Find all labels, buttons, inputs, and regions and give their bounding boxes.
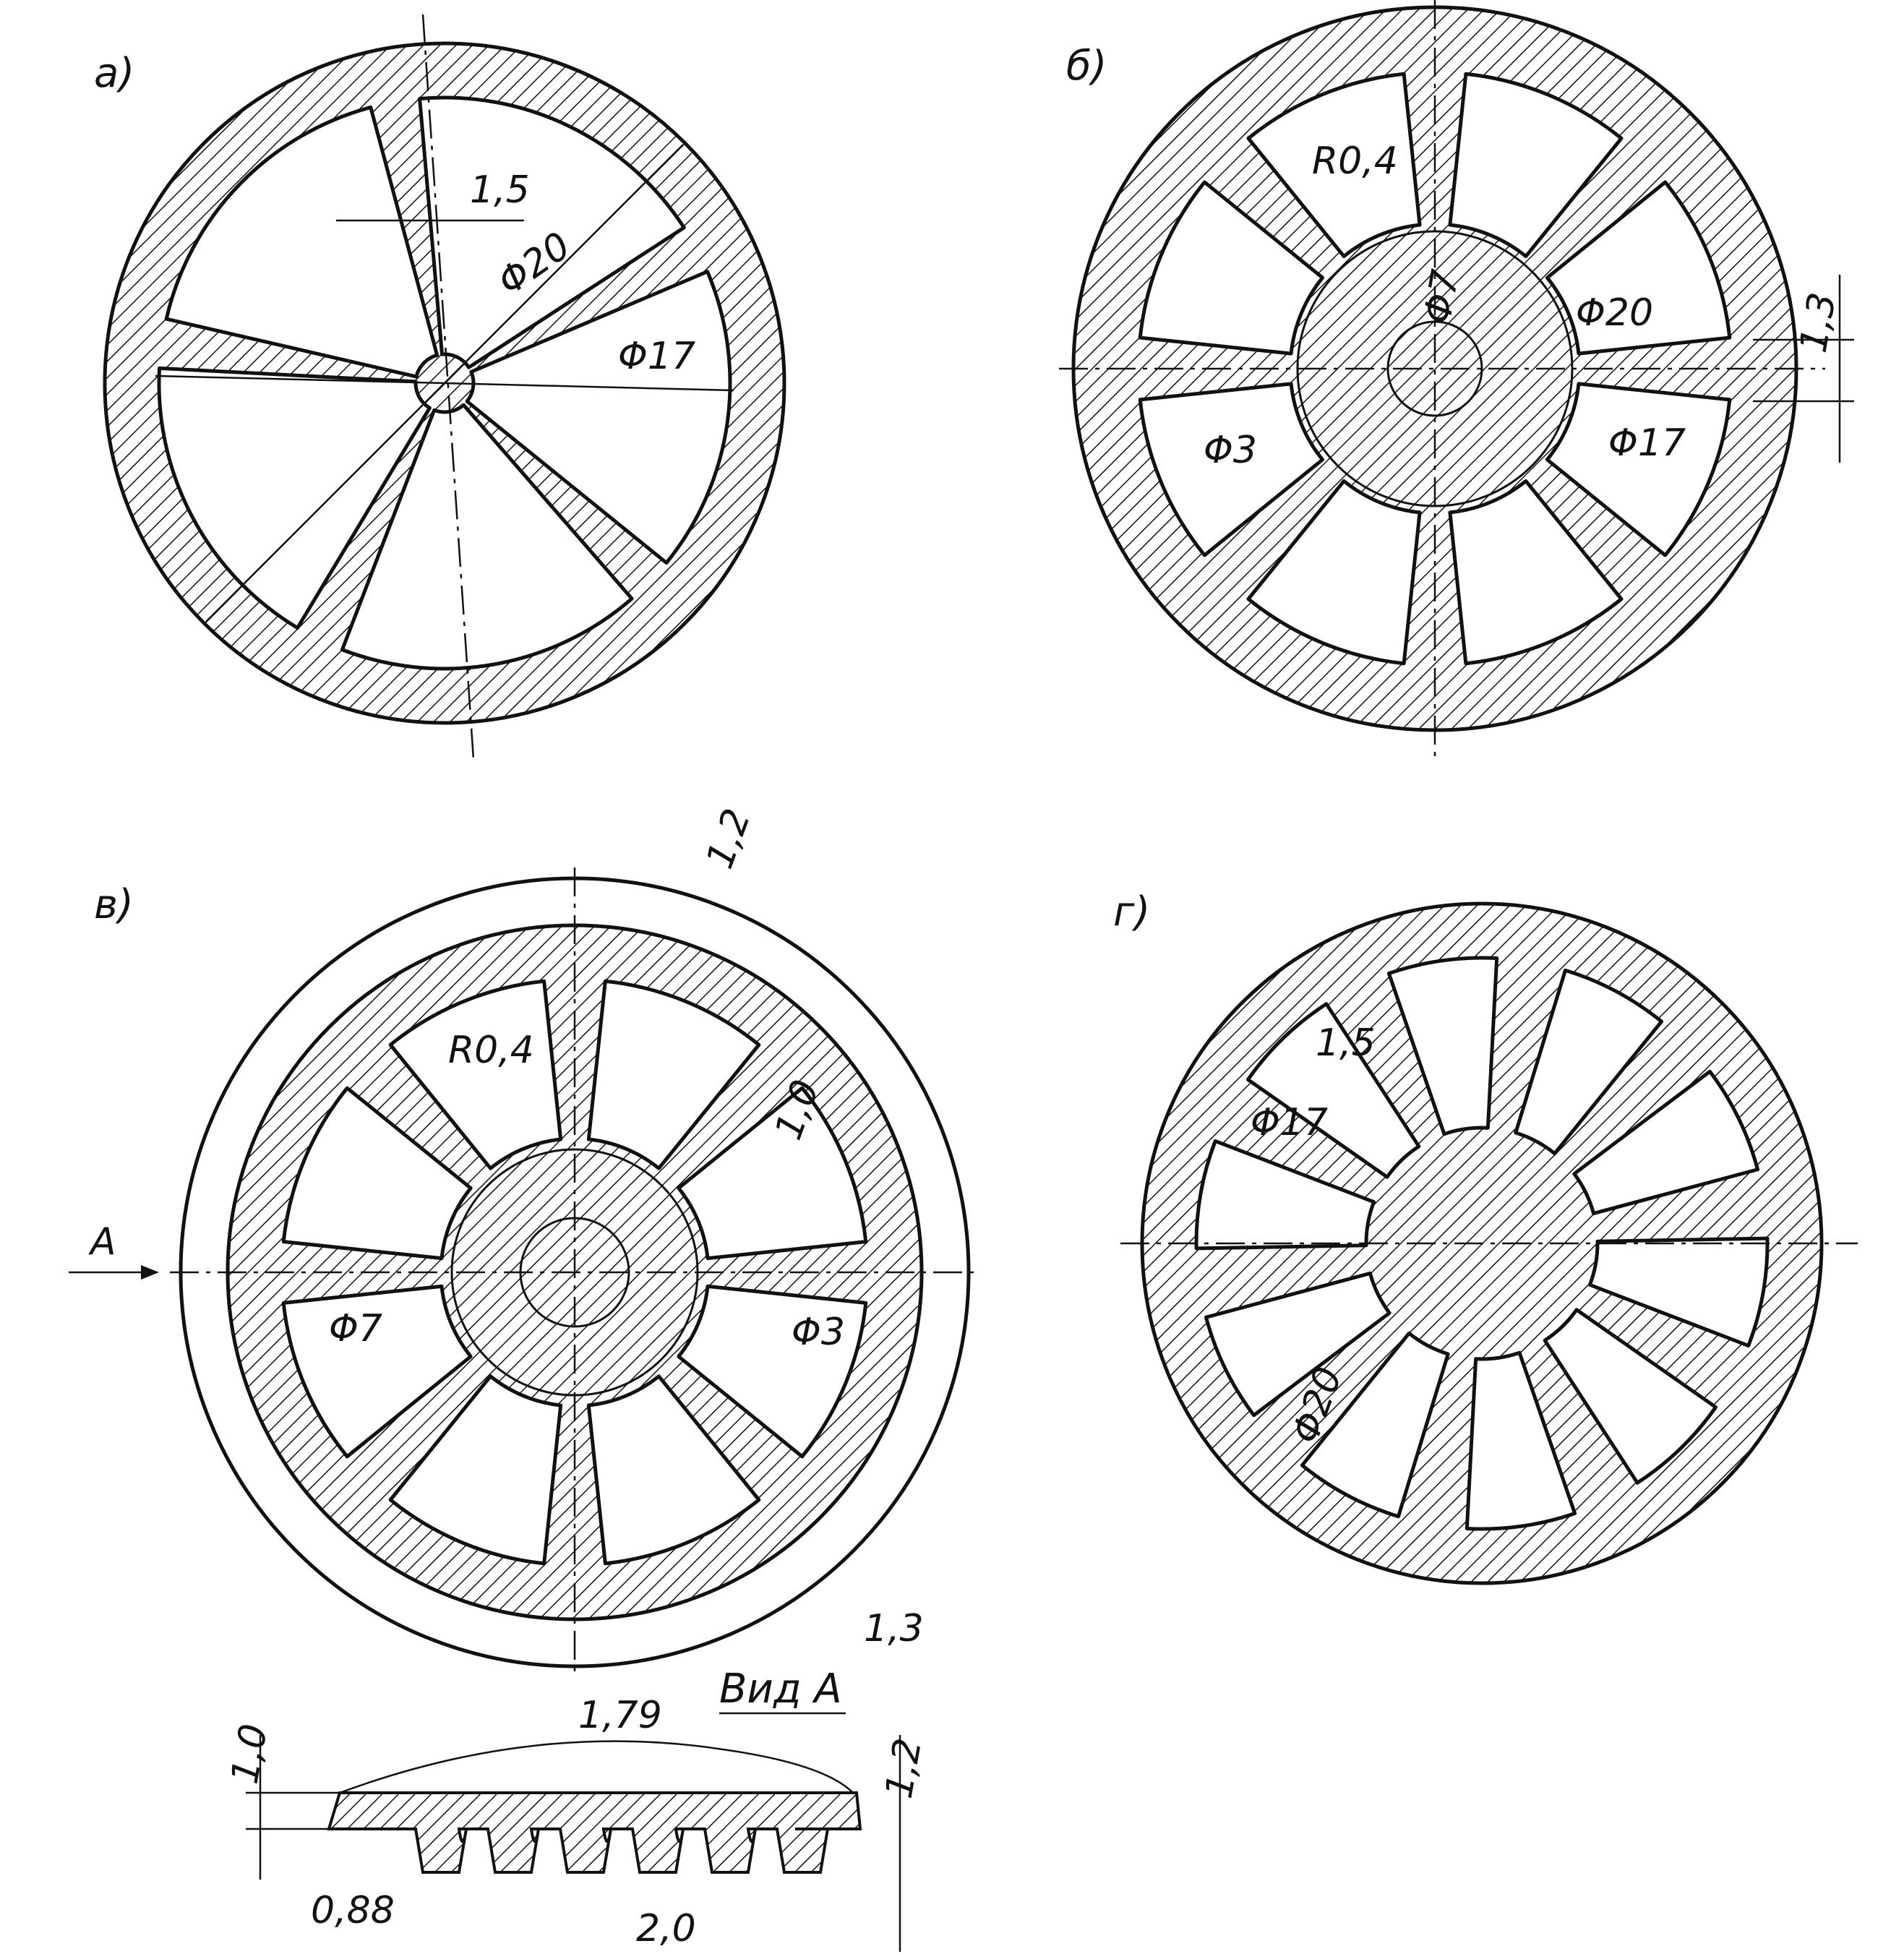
panel-g-label: г): [1113, 888, 1150, 935]
panel-g-opening: [1543, 1308, 1718, 1485]
view-a-dim-right-height: 1,2: [878, 1735, 930, 1801]
panel-g-opening: [1465, 1350, 1577, 1531]
panel-b-dim-outer-dia: Φ20: [1576, 291, 1653, 335]
view-a-title: Вид А: [719, 1666, 842, 1713]
view-a-contour-arc: [339, 1740, 854, 1794]
panel-v-dim-bore-dia: Φ3: [792, 1311, 845, 1354]
panel-a: a) 1,5 Φ20 Φ17: [94, 14, 786, 760]
panel-b-dim-inner-dia: Φ17: [1608, 421, 1686, 465]
view-a-profile: [327, 1791, 862, 1874]
panel-a-opening: [418, 95, 686, 369]
panel-v-opening: [281, 1086, 473, 1261]
panel-v: в) R0,4 1,2 1,0 Φ7 Φ3 1,3 A: [69, 803, 979, 1677]
panel-g-opening: [1194, 1139, 1376, 1251]
panel-a-dia20-line: [205, 144, 684, 622]
panel-g-opening: [1587, 1236, 1770, 1348]
panel-b-holes: [1138, 72, 1732, 666]
panel-v-dim-radius: R0,4: [448, 1029, 534, 1072]
panel-a-label: a): [94, 50, 134, 97]
panel-a-holes: [157, 95, 732, 671]
view-a-dim-tooth-width: 0,88: [311, 1889, 395, 1932]
panel-v-opening: [677, 1284, 868, 1459]
panel-b-opening: [1138, 382, 1325, 557]
panel-v-dim-rim: 1,3: [864, 1607, 924, 1650]
panel-v-opening: [388, 979, 563, 1170]
panel-v-view-arrow-head: [141, 1265, 159, 1280]
panel-g: г) 1,5 Φ17 Φ20: [1113, 888, 1858, 1585]
panel-b-opening: [1448, 479, 1624, 666]
panel-v-opening: [281, 1284, 473, 1459]
panel-b-dim-hub-dia: Φ7: [1416, 267, 1468, 327]
panel-g-opening: [1204, 1271, 1391, 1418]
panel-v-view-arrow-label: A: [88, 1220, 116, 1264]
panel-b-dim-rim: 1,3: [1792, 289, 1845, 356]
panel-g-opening: [1572, 1069, 1760, 1216]
panel-b-opening: [1246, 72, 1422, 259]
panel-b-dim-radius: R0,4: [1312, 140, 1398, 183]
panel-v-opening: [586, 979, 761, 1170]
panel-b-opening: [1448, 72, 1624, 259]
panel-a-opening: [157, 366, 432, 630]
panel-b-opening: [1138, 180, 1325, 356]
view-a-dim-left-height: 1,0: [223, 1721, 276, 1787]
panel-b-opening: [1545, 180, 1732, 356]
panel-b-opening: [1545, 382, 1732, 557]
panel-v-opening: [677, 1086, 868, 1261]
panel-v-opening: [586, 1374, 761, 1566]
panel-b: б) R0,4 Φ7 Φ20 1,3 Φ3 Φ17: [1059, 0, 1854, 759]
panel-g-opening: [1514, 968, 1664, 1156]
view-a-dim-pitch: 1,79: [578, 1694, 662, 1737]
panel-b-bore-circle: [1386, 320, 1483, 417]
panel-g-opening: [1245, 1002, 1421, 1179]
panel-g-holes: [1194, 956, 1770, 1531]
panel-a-dim-thickness: 1,5: [470, 168, 530, 212]
panel-v-dim-rim-outer: 1,2: [698, 803, 760, 874]
panel-v-holes: [281, 979, 868, 1566]
panel-v-dim-hub-dia: Φ7: [329, 1307, 382, 1350]
panel-b-dim-bore-dia: Φ3: [1204, 429, 1257, 472]
panel-g-dim-inner-dia: Φ17: [1251, 1101, 1328, 1144]
panel-a-opening: [465, 270, 732, 565]
panel-g-dim-thickness: 1,5: [1316, 1021, 1376, 1065]
panel-g-opening: [1386, 956, 1499, 1136]
panel-a-opening: [340, 403, 634, 671]
panel-a-dim-inner-dia: Φ17: [618, 335, 695, 378]
view-a-dim-tooth-pitch: 2,0: [636, 1907, 696, 1950]
panel-v-label: в): [94, 881, 134, 928]
panel-b-opening: [1246, 479, 1422, 666]
panel-a-axis-vertical: [421, 14, 475, 760]
view-a: Вид А 1,0 1,79 1,2 0,88 2,0: [223, 1666, 930, 1952]
panel-b-label: б): [1066, 43, 1107, 90]
panel-v-opening: [388, 1374, 563, 1566]
panel-a-opening: [164, 105, 439, 379]
panel-g-opening: [1300, 1331, 1450, 1519]
